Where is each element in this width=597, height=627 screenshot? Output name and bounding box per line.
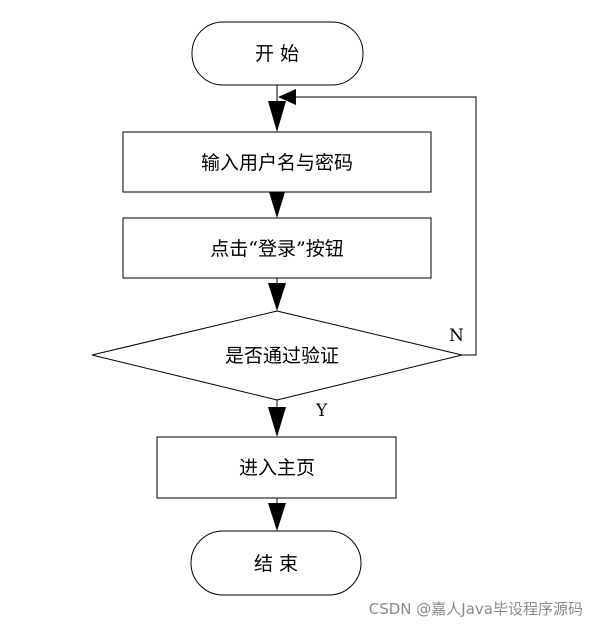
arrowhead-click-to-verify (268, 283, 286, 311)
arrowhead-no-loop (278, 89, 296, 105)
enter-home-box (156, 436, 397, 499)
arrowhead-verify-to-home (268, 407, 286, 437)
arrowhead-input-to-click (269, 192, 285, 218)
edge-label-yes: Y (315, 401, 328, 421)
arrowhead-home-to-end (268, 503, 286, 531)
edge-no-loop (295, 96, 477, 356)
watermark: CSDN @嘉人Java毕设程序源码 (368, 600, 583, 618)
input-credentials-box (122, 131, 432, 193)
input-credentials-label: 输入用户名与密码 (201, 152, 353, 174)
arrowhead-start-to-input (268, 101, 286, 132)
start-label: 开 始 (255, 43, 299, 65)
enter-home-label: 进入主页 (239, 457, 315, 479)
end-label: 结 束 (254, 553, 298, 575)
end-terminal (190, 530, 362, 596)
click-login-label: 点击“登录”按钮 (210, 238, 343, 260)
verify-decision-label: 是否通过验证 (225, 345, 339, 367)
edge-label-no: N (449, 326, 464, 346)
